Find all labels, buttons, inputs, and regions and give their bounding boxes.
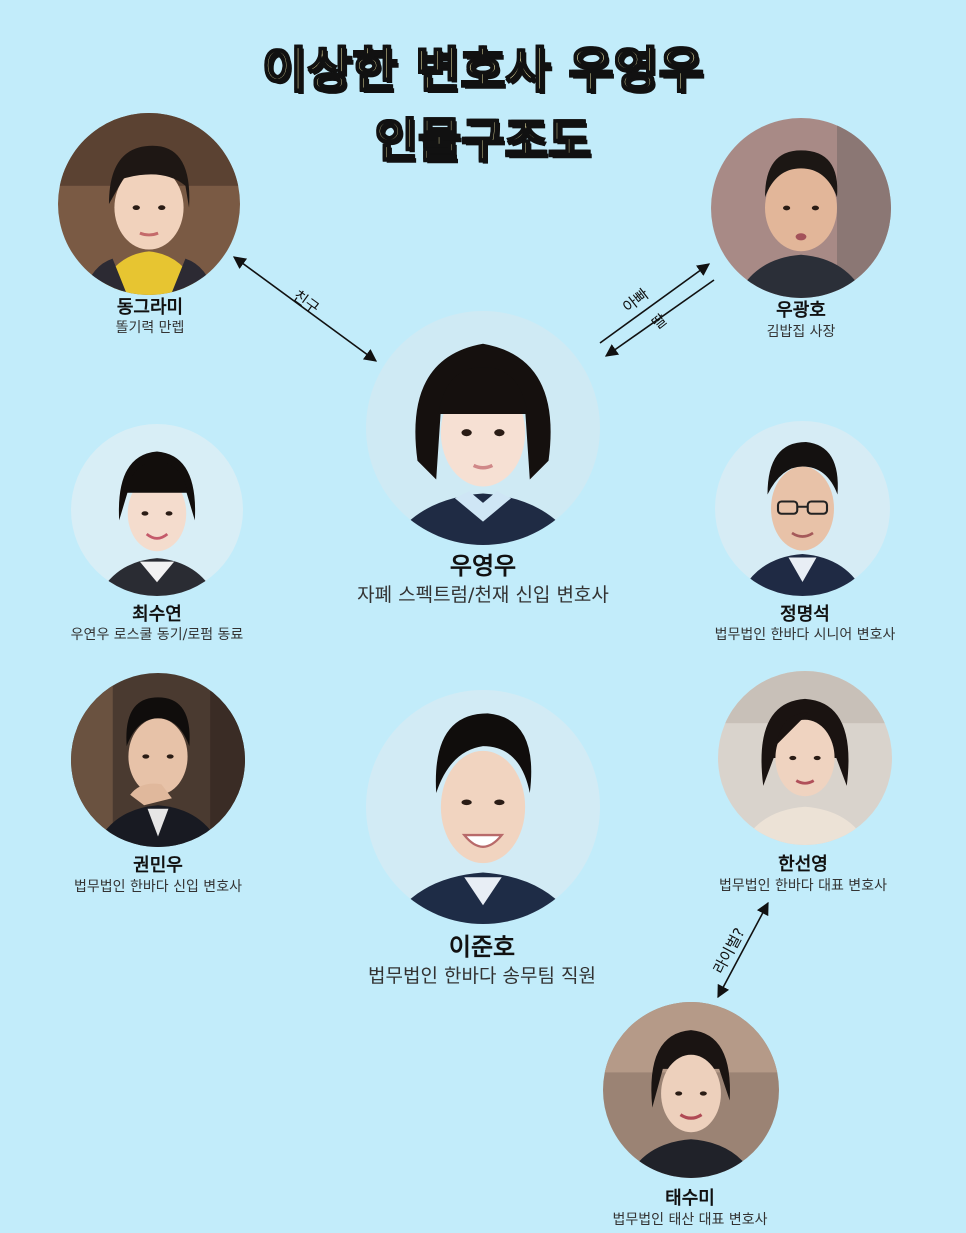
role-lee: 법무법인 한바다 송무팀 직원 bbox=[368, 965, 596, 987]
friend-arrow bbox=[232, 256, 378, 362]
friend-label: 친구 bbox=[290, 287, 323, 318]
portrait-lee bbox=[366, 690, 600, 924]
portrait-jung bbox=[715, 421, 890, 596]
portrait-tae bbox=[603, 1002, 779, 1178]
daughter-label: 딸 bbox=[648, 310, 670, 333]
rival-arrow bbox=[717, 901, 769, 999]
name-dong: 동그라미 bbox=[116, 297, 184, 318]
name-tae: 태수미 bbox=[665, 1188, 715, 1209]
diagram-title-line2: 인물구조도 bbox=[374, 112, 592, 168]
daughter-arrow bbox=[604, 279, 715, 357]
rival-label: 라이벌? bbox=[710, 925, 749, 977]
portrait-han bbox=[718, 671, 892, 845]
role-woo-youngwoo: 자폐 스펙트럼/천재 신입 변호사 bbox=[357, 584, 609, 606]
dad-label: 아빠 bbox=[619, 285, 652, 316]
name-woo-gwangho: 우광호 bbox=[776, 300, 826, 321]
name-kwon: 권민우 bbox=[133, 855, 183, 876]
diagram-title-line1: 이상한 변호사 우영우 bbox=[261, 41, 704, 99]
role-choi: 우연우 로스쿨 동기/로펌 동료 bbox=[70, 627, 244, 643]
portrait-kwon bbox=[71, 673, 245, 847]
name-choi: 최수연 bbox=[132, 604, 182, 625]
name-woo-youngwoo: 우영우 bbox=[449, 552, 517, 580]
role-tae: 법무법인 태산 대표 변호사 bbox=[612, 1212, 768, 1228]
portrait-choi bbox=[71, 424, 243, 596]
role-jung: 법무법인 한바다 시니어 변호사 bbox=[714, 627, 896, 643]
role-dong: 똘기력 만렙 bbox=[115, 320, 185, 336]
role-han: 법무법인 한바다 대표 변호사 bbox=[719, 878, 887, 894]
name-lee: 이준호 bbox=[448, 933, 516, 961]
portrait-woo-gwangho bbox=[711, 118, 891, 298]
name-jung: 정명석 bbox=[780, 604, 830, 625]
portrait-dong bbox=[58, 113, 240, 295]
role-woo-gwangho: 김밥집 사장 bbox=[766, 324, 836, 340]
role-kwon: 법무법인 한바다 신입 변호사 bbox=[74, 879, 242, 895]
name-han: 한선영 bbox=[778, 854, 828, 875]
dad-arrow bbox=[599, 263, 711, 344]
portrait-woo-youngwoo bbox=[366, 311, 600, 545]
